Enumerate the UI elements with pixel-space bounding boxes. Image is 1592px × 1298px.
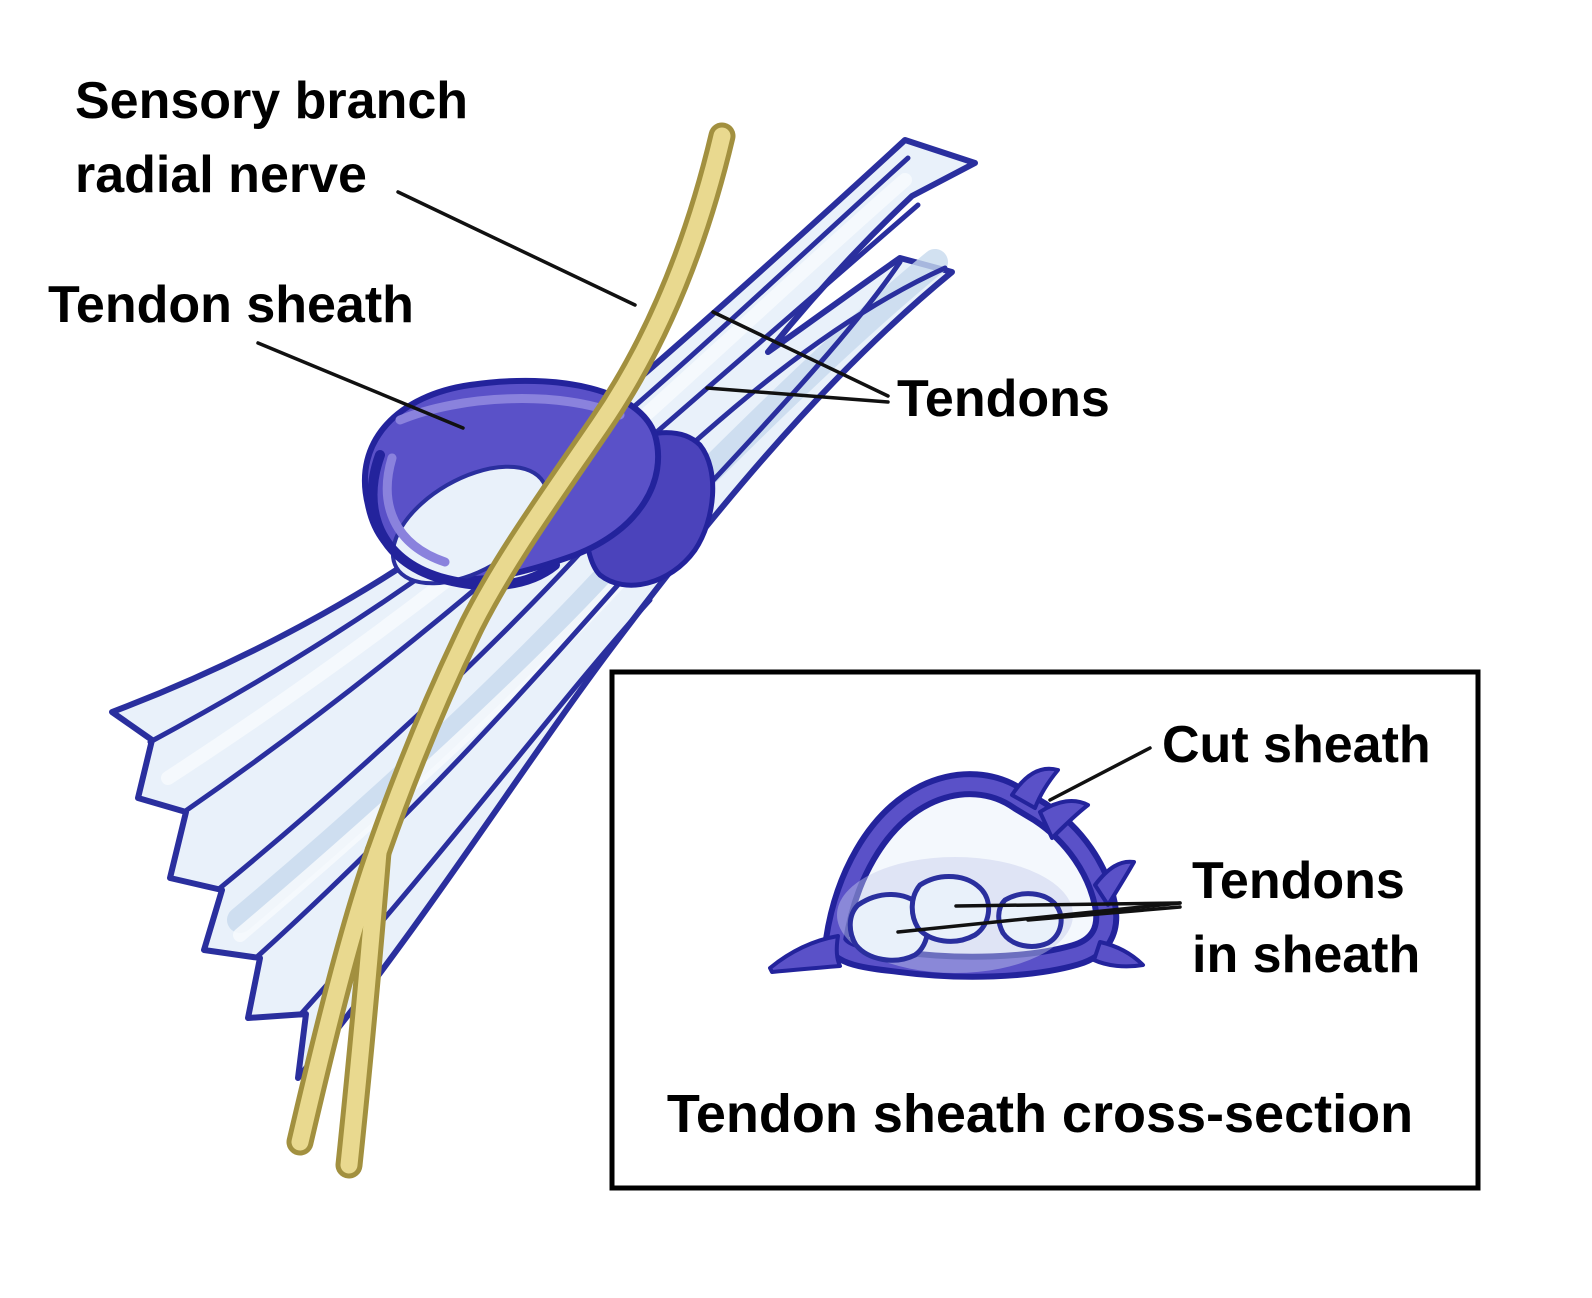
nerve-branch-right xyxy=(340,843,387,1174)
leader-line-tendons-in-sheath xyxy=(954,901,1182,908)
sheath-rolled-rim xyxy=(367,450,560,591)
cut-sheath-label: Cut sheath xyxy=(1162,716,1431,774)
tendons-in-sheath-label-line1: Tendons xyxy=(1192,852,1405,910)
inset-cross-section: Cut sheath Tendons in sheath Tendon shea… xyxy=(609,669,1481,1191)
tendons-label: Tendons xyxy=(897,370,1110,428)
sheath-right-flap xyxy=(1093,859,1136,907)
sheath-rim-highlight xyxy=(382,453,450,567)
sheath-left-wing xyxy=(768,934,842,974)
leader-line-tendons-upper xyxy=(711,310,890,398)
leader-line-tendons-lower xyxy=(705,386,890,404)
tendon-sheath-label: Tendon sheath xyxy=(48,276,414,334)
cut-sheath-prong xyxy=(1038,798,1090,840)
tendon-cross-section xyxy=(847,892,931,963)
tendons-in-sheath-label-line2: in sheath xyxy=(1192,926,1420,984)
tendon-cross-section xyxy=(909,873,992,944)
leader-line-tendons-in-sheath xyxy=(1026,905,1182,922)
radial-nerve xyxy=(286,122,736,1179)
leader-line-tendon-sheath xyxy=(256,341,465,430)
sensory-branch-label-line1: Sensory branch xyxy=(75,72,468,130)
cut-sheath-prong xyxy=(1010,766,1060,810)
leader-line-cut-sheath xyxy=(1048,746,1152,802)
leader-line-sensory-branch xyxy=(396,190,637,307)
inset-caption: Tendon sheath cross-section xyxy=(667,1084,1413,1144)
sheath-right-wing xyxy=(1092,940,1145,969)
main-illustration: Sensory branch radial nerve Tendon sheat… xyxy=(48,72,1110,1179)
sensory-branch-label-line2: radial nerve xyxy=(75,146,367,204)
nerve-trunk xyxy=(369,127,731,861)
